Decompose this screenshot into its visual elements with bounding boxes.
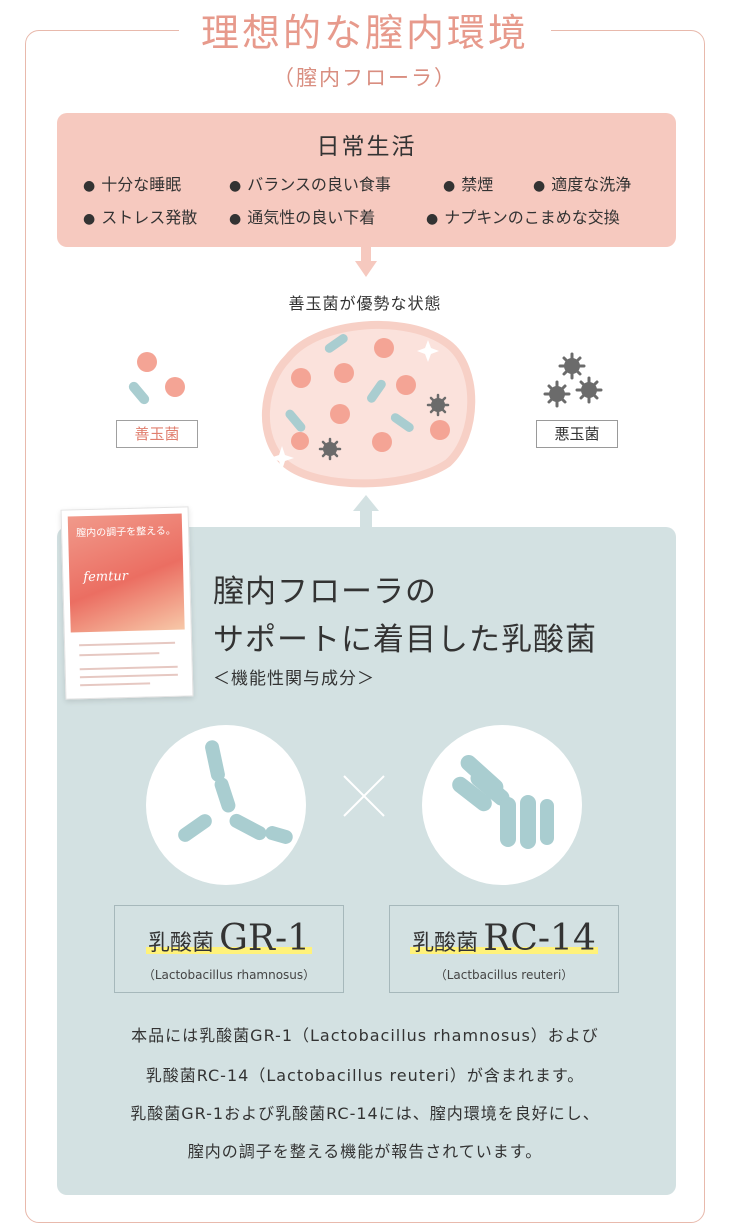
rod-bacteria-cluster-icon <box>452 754 554 849</box>
package-text-line <box>79 652 160 657</box>
strain-jp-label: 乳酸菌 <box>412 931 479 956</box>
daily-life-box: 日常生活 十分な睡眠 バランスの良い食事 禁煙 適度な洗浄 ストレス発散 通気性… <box>57 113 676 247</box>
title-wrap: 理想的な膣内環境 <box>0 0 730 60</box>
arrow-down-icon <box>355 247 377 277</box>
package-text-line <box>79 665 178 671</box>
package-text-line <box>80 682 151 687</box>
rod-bacteria-icon <box>178 740 293 844</box>
daily-life-title: 日常生活 <box>316 134 417 160</box>
rc14-bacteria-circle <box>422 725 582 885</box>
product-package-image: 膣内の調子を整える。 femtur <box>60 506 194 700</box>
product-brand-logo: femtur <box>83 568 129 586</box>
good-bacteria-label: 善玉菌 <box>116 420 198 448</box>
description-line: 膣内の調子を整える機能が報告されています。 <box>187 1142 543 1161</box>
description-line: 本品には乳酸菌GR-1（Lactobacillus rhamnosus）および <box>131 1026 599 1045</box>
bad-bacteria-icon <box>543 352 603 408</box>
package-text-line <box>79 673 178 679</box>
habit-item: ストレス発散 <box>83 204 197 228</box>
gr1-bacteria-circle <box>146 725 306 885</box>
panel-heading-line2: サポートに着目した乳酸菌 <box>213 622 597 658</box>
description-line: 乳酸菌RC-14（Lactobacillus reuteri）が含まれます。 <box>145 1066 585 1085</box>
package-text-line <box>79 641 176 647</box>
habit-item: 禁煙 <box>443 171 493 195</box>
strain-highlight: 乳酸菌 GR-1 <box>145 918 313 959</box>
strain-name: 乳酸菌 GR-1 <box>115 918 343 959</box>
habit-item: ナプキンのこまめな交換 <box>426 204 620 228</box>
description-line: 乳酸菌GR-1および乳酸菌RC-14には、膣内環境を良好にし、 <box>130 1104 600 1123</box>
multiply-icon <box>343 775 385 817</box>
strain-card-gr1: 乳酸菌 GR-1 （Lactobacillus rhamnosus） <box>114 905 344 993</box>
habit-item: 適度な洗浄 <box>533 171 631 195</box>
page-title: 理想的な膣内環境 <box>178 2 551 57</box>
habit-item: 十分な睡眠 <box>83 171 181 195</box>
strain-code: RC-14 <box>483 918 596 959</box>
arrow-up-icon <box>353 495 379 529</box>
panel-subheading: ＜機能性関与成分＞ <box>213 669 375 689</box>
strain-card-rc14: 乳酸菌 RC-14 （Lactbacillus reuteri） <box>389 905 619 993</box>
product-package-front: 膣内の調子を整える。 femtur <box>67 513 185 633</box>
panel-heading-line1: 膣内フローラの <box>213 574 437 610</box>
good-bacteria-icon <box>128 352 185 405</box>
strain-name: 乳酸菌 RC-14 <box>390 918 618 959</box>
vaginal-flora-illustration <box>262 320 476 488</box>
strain-latin-name: （Lactobacillus rhamnosus） <box>142 968 316 982</box>
bad-bacteria-label: 悪玉菌 <box>536 420 618 448</box>
habit-item: バランスの良い食事 <box>229 171 391 195</box>
strain-latin-name: （Lactbacillus reuteri） <box>434 968 574 982</box>
strain-code: GR-1 <box>219 918 311 959</box>
status-label: 善玉菌が優勢な状態 <box>288 294 442 313</box>
habit-item: 通気性の良い下着 <box>229 204 375 228</box>
strain-highlight: 乳酸菌 RC-14 <box>410 918 598 959</box>
product-headline: 膣内の調子を整える。 <box>76 525 176 540</box>
page-subtitle: （膣内フローラ） <box>273 66 457 90</box>
strain-jp-label: 乳酸菌 <box>147 931 214 956</box>
